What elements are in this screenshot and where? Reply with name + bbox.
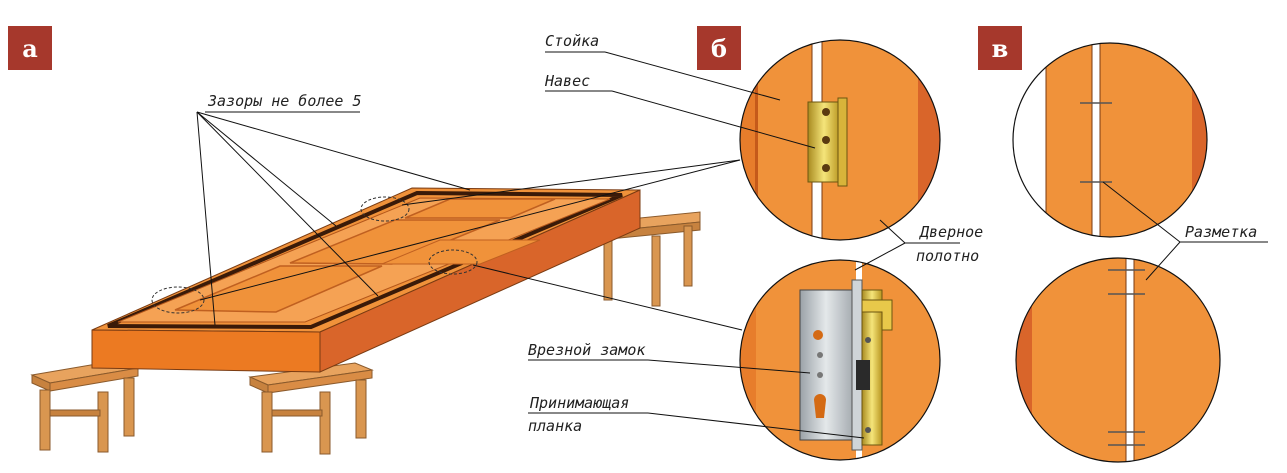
label-gaps: Зазоры не более 5 bbox=[208, 92, 362, 110]
label-door-leaf-2: полотно bbox=[916, 247, 980, 265]
leader-lines-a bbox=[196, 111, 743, 331]
leader-lines-bv bbox=[528, 51, 1268, 439]
detail-lock bbox=[739, 259, 941, 461]
label-strike-plate-2: планка bbox=[528, 417, 583, 435]
label-stoyka: Стойка bbox=[545, 32, 600, 50]
bench-right bbox=[248, 362, 374, 455]
badge-a: а bbox=[8, 26, 52, 70]
detail-marking-bottom bbox=[1015, 257, 1221, 463]
detail-marking-top bbox=[1012, 42, 1208, 238]
label-mortise-lock: Врезной замок bbox=[528, 341, 646, 359]
label-door-leaf-1: Дверное bbox=[920, 223, 984, 241]
label-marking: Разметка bbox=[1185, 223, 1258, 241]
badge-v: в bbox=[978, 26, 1022, 70]
bench-left bbox=[30, 359, 140, 453]
label-strike-plate-1: Принимающая bbox=[530, 394, 630, 412]
detail-hinge bbox=[739, 39, 941, 241]
door-frame-3d bbox=[91, 187, 641, 373]
badge-b: б bbox=[697, 26, 741, 70]
label-naves: Навес bbox=[545, 72, 591, 90]
